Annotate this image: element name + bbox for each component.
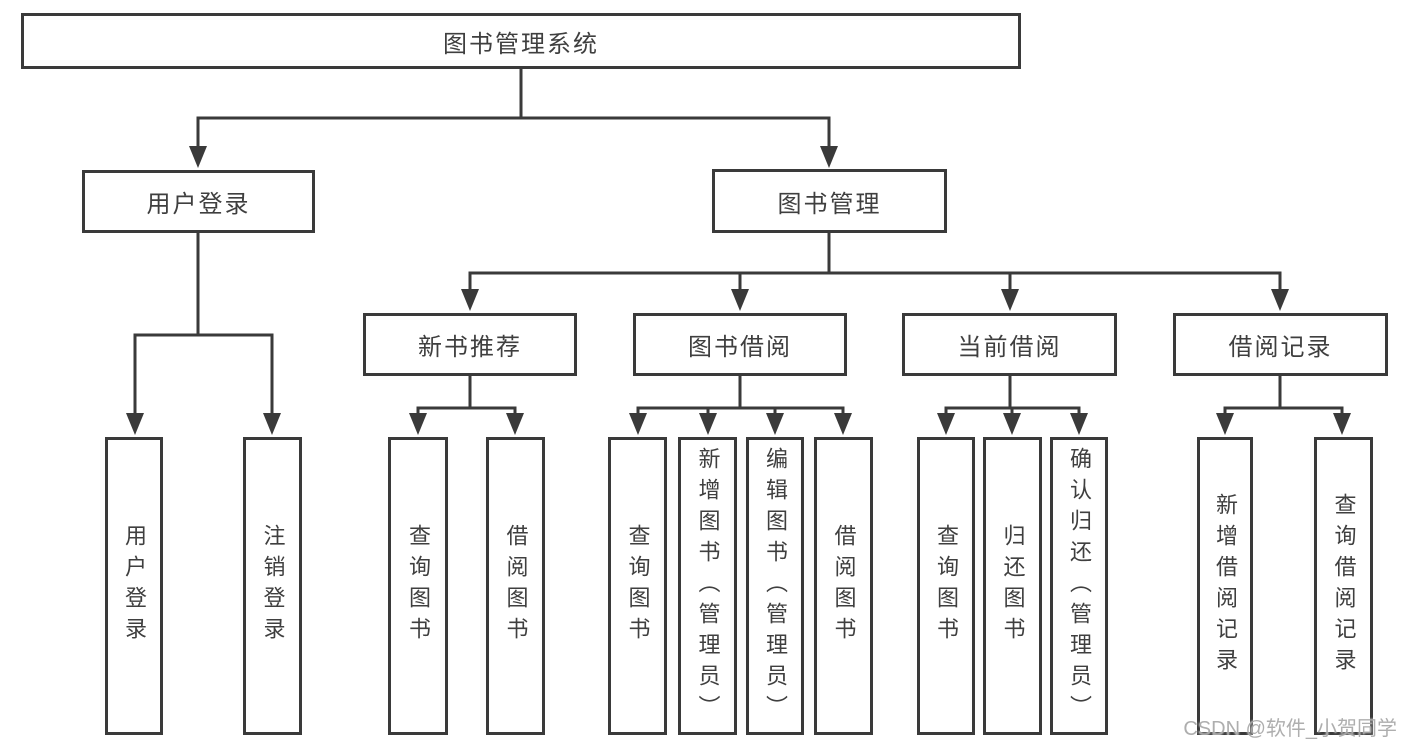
arrow-icon (766, 413, 784, 435)
edge-borrow-records-children (1216, 374, 1351, 435)
arrow-icon (937, 413, 955, 435)
arrow-icon (1333, 413, 1351, 435)
arrow-icon (263, 413, 281, 435)
arrow-icon (834, 413, 852, 435)
leaf-query-books-recommend: 查询图书 (388, 437, 448, 735)
arrow-icon (1003, 413, 1021, 435)
node-current-borrowing: 当前借阅 (902, 313, 1117, 376)
arrow-icon (1070, 413, 1088, 435)
node-borrow-records: 借阅记录 (1173, 313, 1388, 376)
arrow-icon (409, 413, 427, 435)
leaf-add-borrow-record: 新增借阅记录 (1197, 437, 1253, 735)
leaf-logout: 注销登录 (243, 437, 302, 735)
node-book-management: 图书管理 (712, 169, 947, 233)
arrow-icon (731, 289, 749, 311)
edge-book-management-children (461, 231, 1289, 311)
node-library-management-system: 图书管理系统 (21, 13, 1021, 69)
arrow-icon (126, 413, 144, 435)
arrow-icon (189, 146, 207, 168)
edge-new-book-recommend-children (409, 374, 524, 435)
leaf-return-books: 归还图书 (983, 437, 1042, 735)
arrow-icon (820, 146, 838, 168)
edge-current-borrowing-children (937, 374, 1088, 435)
arrow-icon (1001, 289, 1019, 311)
node-new-book-recommend: 新书推荐 (363, 313, 577, 376)
arrow-icon (629, 413, 647, 435)
leaf-borrow-books-borrowing: 借阅图书 (814, 437, 873, 735)
arrow-icon (506, 413, 524, 435)
leaf-query-books-borrowing: 查询图书 (608, 437, 667, 735)
node-book-borrowing: 图书借阅 (633, 313, 847, 376)
arrow-icon (461, 289, 479, 311)
leaf-user-login: 用户登录 (105, 437, 163, 735)
leaf-query-books-current: 查询图书 (917, 437, 975, 735)
leaf-edit-books-admin: 编辑图书（管理员） (746, 437, 804, 735)
edge-root-to-level2 (189, 67, 838, 168)
leaf-add-books-admin: 新增图书（管理员） (678, 437, 737, 735)
arrow-icon (699, 413, 717, 435)
leaf-query-borrow-record: 查询借阅记录 (1314, 437, 1373, 735)
leaf-borrow-books-recommend: 借阅图书 (486, 437, 545, 735)
arrow-icon (1271, 289, 1289, 311)
arrow-icon (1216, 413, 1234, 435)
edge-user-login-children (126, 231, 281, 435)
leaf-confirm-return-admin: 确认归还（管理员） (1050, 437, 1108, 735)
node-user-login: 用户登录 (82, 170, 315, 233)
edge-book-borrowing-children (629, 374, 852, 435)
csdn-watermark: CSDN @软件_小贺同学 (1183, 718, 1397, 740)
